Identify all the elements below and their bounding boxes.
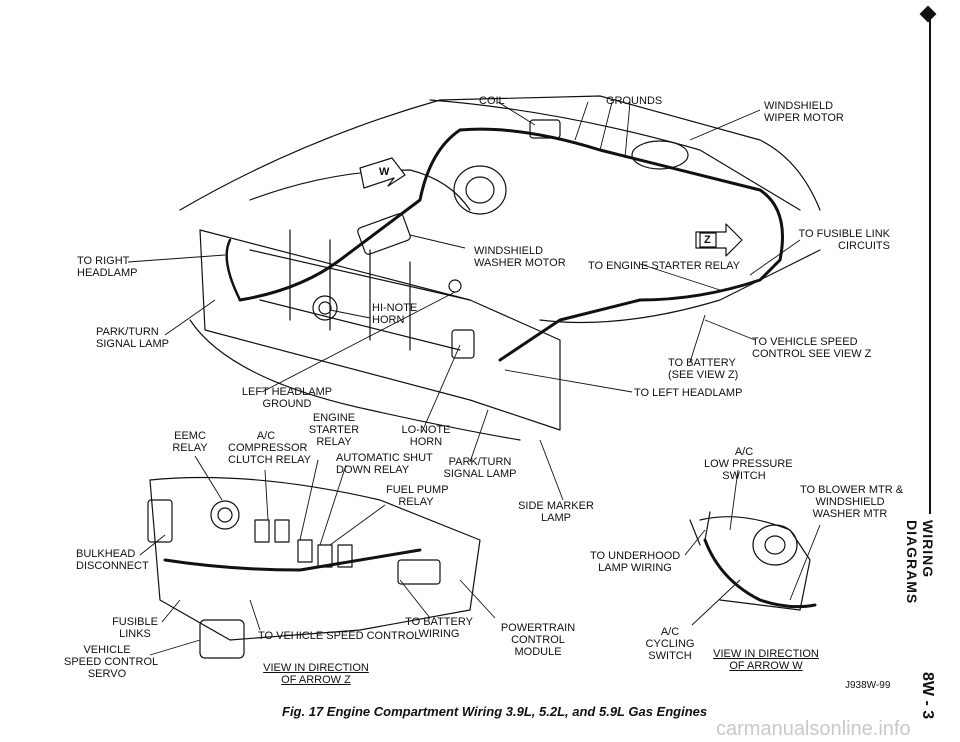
fender-outline (179, 95, 821, 211)
figure-caption: Fig. 17 Engine Compartment Wiring 3.9L, … (282, 704, 708, 719)
figure-code: J938W-99 (845, 680, 891, 691)
label-grounds: GROUNDS (606, 95, 663, 107)
label-to-engine-starter-relay: TO ENGINE STARTER RELAY (588, 260, 740, 272)
front-bumper (189, 319, 521, 441)
hi-note-horn-shape (312, 295, 338, 321)
left-fender-front (539, 249, 821, 324)
view-z-arrow (695, 223, 743, 257)
label-coil: COIL (479, 95, 505, 107)
label-to-battery-see-view-z: TO BATTERY(SEE VIEW Z) (668, 357, 739, 381)
section-side-title: WIRING DIAGRAMS (904, 520, 936, 605)
label-to-vehicle-speed-control: TO VEHICLE SPEED CONTROL (258, 630, 421, 642)
view-z-marker: Z (704, 234, 711, 246)
view-w-marker: W (379, 166, 390, 178)
view-w-arrow (359, 157, 406, 189)
inner-fender (249, 169, 471, 211)
watermark-text: carmanualsonline.info (716, 718, 911, 740)
label-to-left-headlamp: TO LEFT HEADLAMP (634, 387, 743, 399)
inset-w-outline (699, 516, 811, 611)
inset-z-outline (149, 476, 481, 641)
radiator-support (249, 249, 471, 301)
wiper-motor-body (631, 140, 689, 170)
page-number: 8W - 3 (919, 672, 936, 720)
washer-reservoir (453, 165, 507, 215)
coil-component (529, 119, 561, 139)
right-margin-rule (929, 14, 931, 514)
